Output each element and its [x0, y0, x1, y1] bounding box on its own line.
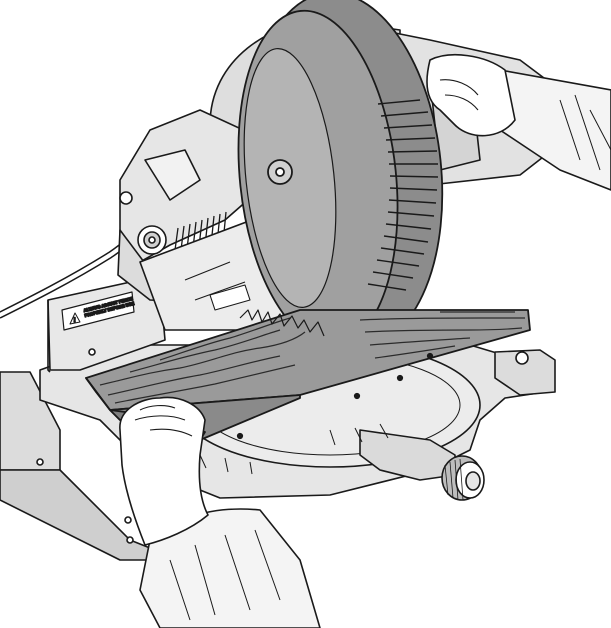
miter-lock-knob — [441, 455, 485, 501]
wood-grain — [99, 311, 525, 404]
warning-label: ! ALWAYS ADJUST FENCE PROPERLY BEFORE US… — [61, 291, 136, 331]
warning-triangle-icon: ! — [69, 312, 81, 325]
fence-plate: ! ALWAYS ADJUST FENCE PROPERLY BEFORE US… — [47, 279, 166, 373]
pivot-spring — [174, 211, 227, 251]
svg-text:!: ! — [74, 318, 76, 324]
right-arm-upper — [426, 54, 611, 191]
base-screws — [236, 352, 434, 440]
blade-guard-ribs — [367, 99, 439, 291]
left-arm-lower — [119, 396, 321, 628]
